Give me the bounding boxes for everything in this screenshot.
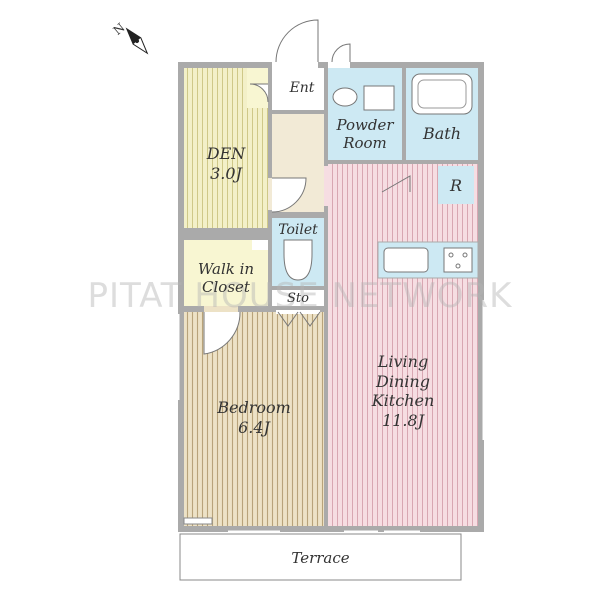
walk-in-closet-label: Walk in Closet [184,260,268,297]
bedroom-door-swing [203,311,241,355]
washer-icon [363,85,395,111]
powder-room-label-line1: Powder [336,116,394,134]
den-label: DEN 3.0J [184,144,268,183]
ldk-door-swing [381,175,411,193]
ldk-size: 11.8J [381,410,425,430]
den-door-swing [249,83,269,103]
powder-room-label: Powder Room [328,116,402,153]
powder-sink-icon [332,87,358,107]
ac-unit [183,517,213,525]
bath-label: Bath [422,124,462,143]
toilet-label: Toilet [278,222,318,238]
terrace-label: Terrace [291,549,350,567]
ldk-line2: Dining [376,371,430,391]
bedroom-label: Bedroom 6.4J [184,398,324,437]
side-door-swing [331,43,351,63]
ldk-floor [328,164,478,526]
entrance-door-swing [275,19,319,63]
entrance-label: Ent [289,80,315,96]
ldk-label: Living Dining Kitchen 11.8J [328,352,478,430]
walk-in-closet-line1: Walk in [197,260,255,278]
watermark: PITAT HOUSE NETWORK [87,276,513,316]
toilet-icon [283,239,313,281]
refrigerator-label: R [449,176,463,195]
powder-room-label-line2: Room [343,134,387,153]
entrance-floor [247,68,269,108]
storage-door-swing [277,311,321,327]
ldk-line1: Living [377,352,429,371]
bedroom-size: 6.4J [238,417,270,437]
bedroom-name: Bedroom [217,398,291,417]
powder-room-floor [328,68,402,160]
den-size: 3.0J [210,163,242,183]
den-name: DEN [206,144,246,163]
storage-label: Sto [287,291,309,306]
entrance [272,68,324,112]
walk-in-closet-floor [184,240,268,306]
windows [176,300,486,534]
refrigerator-space [438,166,474,204]
ldk-line3: Kitchen [371,391,435,411]
den-hall-door-swing [271,177,307,213]
terrace-outline [179,533,462,581]
walk-in-closet-line2: Closet [202,278,250,297]
sink-icon [383,247,429,273]
compass-icon [125,27,149,55]
